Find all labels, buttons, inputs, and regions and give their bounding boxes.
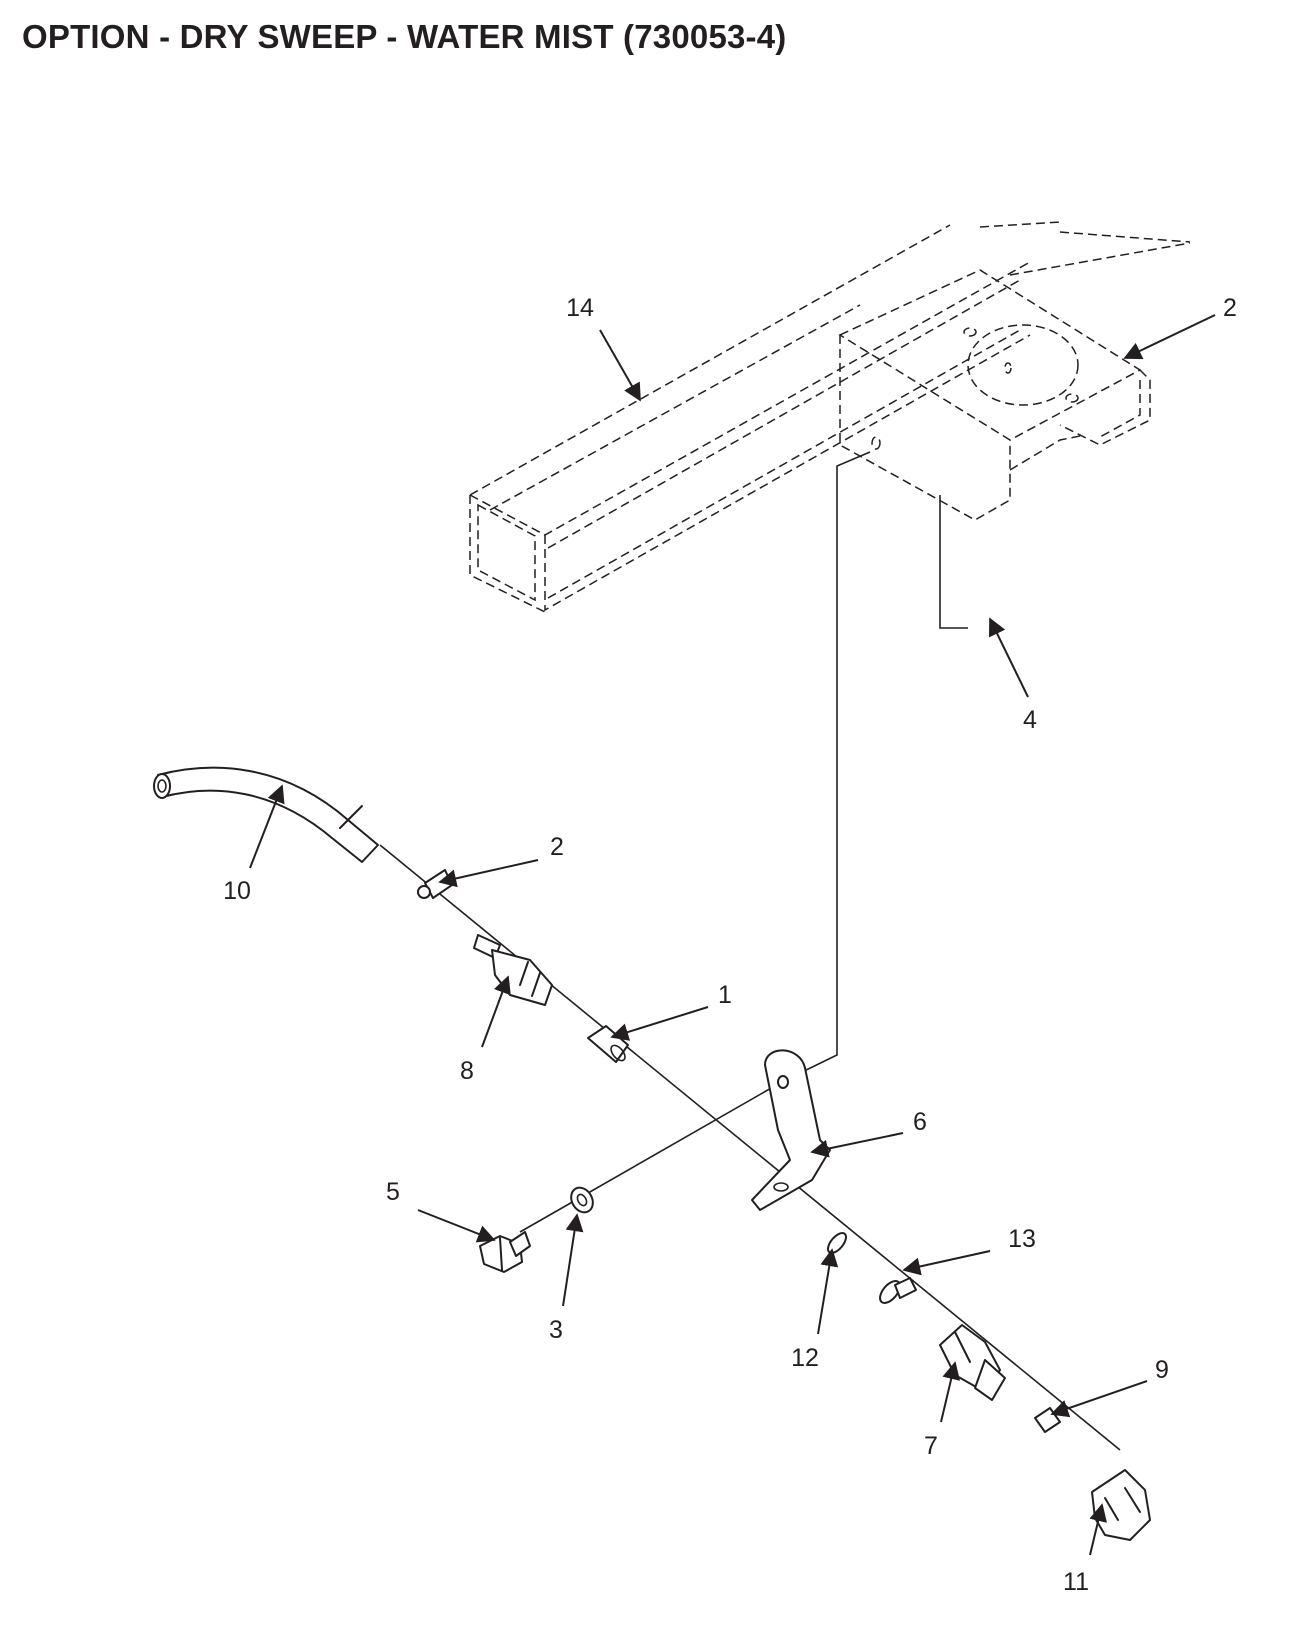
callout-2-bracket: 2 xyxy=(1223,294,1237,322)
page-title: OPTION - DRY SWEEP - WATER MIST (730053-… xyxy=(22,18,787,55)
callout-6: 6 xyxy=(913,1108,927,1136)
hose-clamp xyxy=(417,869,453,899)
callout-4: 4 xyxy=(1023,706,1037,734)
frame-tube xyxy=(469,221,1191,613)
nozzle-cap xyxy=(1091,1469,1151,1541)
callout-3: 3 xyxy=(549,1316,563,1344)
leader-lines xyxy=(249,314,1216,1556)
callout-2-clamp: 2 xyxy=(550,833,564,861)
callout-10: 10 xyxy=(223,877,251,905)
callout-12: 12 xyxy=(791,1344,819,1372)
bolt xyxy=(479,1231,531,1273)
hose xyxy=(153,766,379,863)
nozzle-bracket xyxy=(751,1049,831,1211)
callout-11: 11 xyxy=(1063,1568,1089,1596)
bushing xyxy=(587,1025,629,1063)
check-valve xyxy=(879,1277,917,1304)
mounting-bracket xyxy=(838,269,1151,521)
callout-5: 5 xyxy=(386,1178,400,1206)
callout-13: 13 xyxy=(1008,1225,1036,1253)
callout-8: 8 xyxy=(460,1057,474,1085)
gasket xyxy=(827,1232,847,1254)
nozzle-body xyxy=(939,1324,1006,1401)
callout-labels: 14 2 4 10 2 8 1 6 5 3 12 13 7 9 11 xyxy=(223,294,1237,1596)
callout-1: 1 xyxy=(718,981,732,1009)
callout-9: 9 xyxy=(1155,1356,1169,1384)
washer xyxy=(570,1186,594,1214)
callout-7: 7 xyxy=(924,1432,938,1460)
assembly-lines xyxy=(379,451,1121,1451)
hose-barb-fitting xyxy=(473,934,553,1006)
callout-14: 14 xyxy=(566,294,594,322)
